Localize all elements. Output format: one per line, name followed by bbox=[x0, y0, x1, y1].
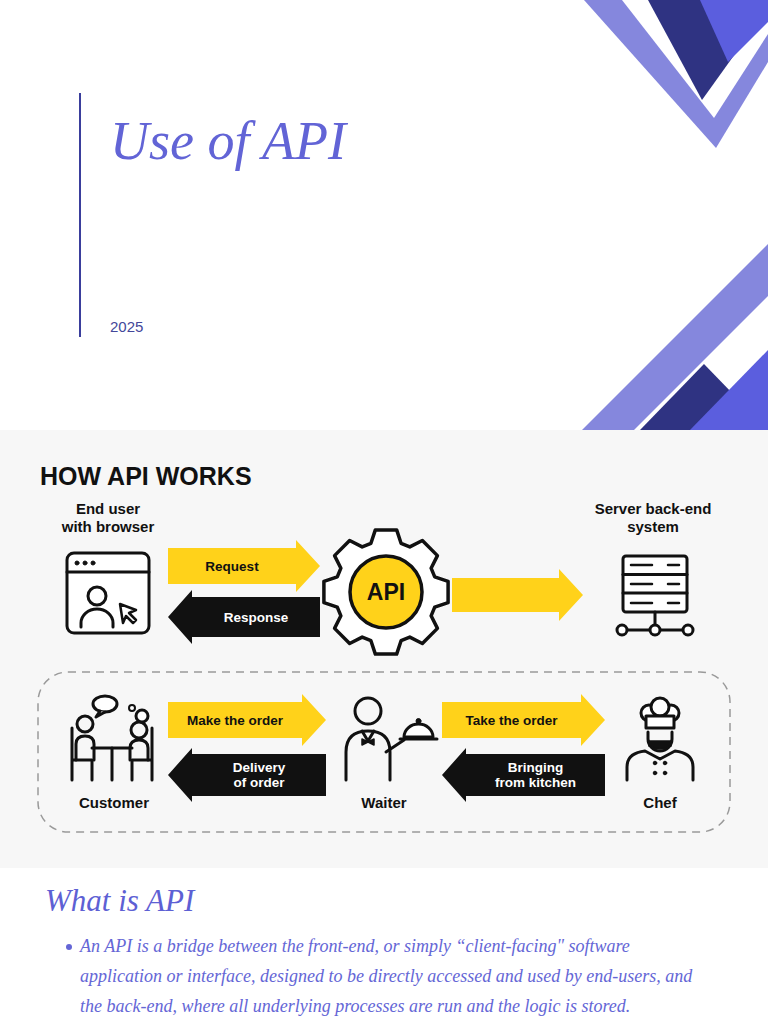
table-leg bbox=[111, 748, 114, 780]
person-head bbox=[131, 722, 147, 738]
speech-bubble bbox=[129, 705, 135, 711]
customer-icon bbox=[72, 696, 152, 780]
arrow-label: Take the order bbox=[447, 702, 577, 738]
triangle-shape bbox=[648, 0, 768, 100]
browser-dot bbox=[83, 561, 87, 565]
waiter-node: Waiter bbox=[326, 690, 442, 812]
browser-dot bbox=[91, 561, 95, 565]
server-slot bbox=[668, 583, 679, 586]
server-slot bbox=[668, 564, 679, 567]
triangle-shape bbox=[582, 244, 768, 430]
chair-symbol bbox=[132, 728, 152, 780]
chef-icon bbox=[627, 698, 693, 780]
chef-face bbox=[648, 732, 672, 751]
user-body bbox=[81, 609, 113, 627]
server-slot bbox=[631, 564, 652, 567]
speech-bubble bbox=[93, 696, 117, 712]
server-divider bbox=[623, 592, 687, 595]
server-divider bbox=[623, 573, 687, 576]
chef-mask bbox=[649, 741, 671, 749]
node-label: Customer bbox=[60, 794, 168, 812]
block-arrow bbox=[168, 748, 326, 802]
text-background bbox=[0, 868, 768, 1024]
cursor-symbol bbox=[120, 604, 136, 623]
triangle-shape bbox=[690, 350, 768, 430]
chef-hat bbox=[646, 716, 674, 728]
block-arrow bbox=[168, 694, 326, 746]
bullet-dot bbox=[66, 944, 72, 950]
chef-button bbox=[663, 761, 667, 765]
speech-bubble bbox=[96, 711, 105, 717]
block-arrow bbox=[442, 694, 605, 746]
block-arrow bbox=[452, 569, 583, 621]
server-slot bbox=[668, 602, 679, 605]
slide-title: Use of API bbox=[110, 112, 346, 171]
corner-triangles bbox=[582, 0, 768, 430]
user-node: End user with browser bbox=[48, 500, 168, 638]
block-arrow bbox=[442, 748, 605, 802]
arrow-label: Request bbox=[177, 548, 287, 584]
chef-node: Chef bbox=[605, 690, 715, 812]
node-label: Server back-end system bbox=[583, 500, 723, 536]
dashed-frame bbox=[38, 672, 730, 832]
node-label: End user with browser bbox=[60, 500, 156, 536]
cloche-knob bbox=[416, 719, 421, 724]
chair-symbol bbox=[72, 728, 92, 780]
arrow-label: Bringing from kitchen bbox=[493, 754, 578, 796]
chef-button bbox=[653, 771, 657, 775]
bullet-text: An API is a bridge between the front-end… bbox=[80, 931, 695, 1021]
panel-background bbox=[0, 430, 768, 868]
customer-node: Customer bbox=[60, 690, 168, 812]
year-label: 2025 bbox=[110, 318, 143, 336]
arrow-label: Delivery of order bbox=[229, 754, 289, 796]
api-gear: API bbox=[320, 526, 452, 658]
slide-background bbox=[0, 0, 768, 430]
chef-button bbox=[663, 771, 667, 775]
waiter-body bbox=[346, 731, 390, 780]
triangle-shape bbox=[700, 0, 768, 62]
triangle-shape bbox=[622, 0, 768, 118]
person-head bbox=[77, 716, 93, 732]
arrow-label: Make the order bbox=[170, 702, 300, 738]
section-heading: HOW API WORKS bbox=[40, 461, 252, 491]
speech-bubble bbox=[136, 710, 148, 722]
waiter-head bbox=[355, 698, 381, 724]
browser-dot bbox=[75, 561, 79, 565]
subheading: What is API bbox=[45, 884, 194, 918]
browser-frame bbox=[67, 553, 149, 633]
browser-bar bbox=[67, 571, 149, 574]
chef-button bbox=[653, 761, 657, 765]
server-icon bbox=[617, 556, 693, 635]
accent-line bbox=[79, 93, 81, 337]
network-node bbox=[650, 625, 660, 635]
server-node: Server back-end system bbox=[583, 500, 723, 640]
network-node bbox=[617, 625, 627, 635]
waiter-icon bbox=[346, 698, 437, 780]
arrow-label: Response bbox=[201, 597, 311, 637]
server-slot bbox=[631, 602, 652, 605]
network-node bbox=[683, 625, 693, 635]
node-label: Chef bbox=[605, 794, 715, 812]
chef-hat bbox=[651, 698, 669, 716]
server-frame bbox=[623, 556, 687, 612]
triangle-shape bbox=[584, 0, 768, 148]
server-slot bbox=[631, 583, 652, 586]
gear-label: API bbox=[320, 526, 452, 658]
block-arrow bbox=[168, 590, 320, 644]
person-body bbox=[130, 740, 148, 760]
node-label: Waiter bbox=[326, 794, 442, 812]
bow-tie bbox=[362, 739, 374, 745]
block-arrow bbox=[168, 540, 320, 592]
cloche-symbol bbox=[404, 724, 433, 737]
user-head bbox=[88, 587, 106, 605]
waiter-arm bbox=[386, 740, 404, 752]
chef-body bbox=[627, 751, 693, 780]
browser-icon bbox=[67, 553, 149, 633]
